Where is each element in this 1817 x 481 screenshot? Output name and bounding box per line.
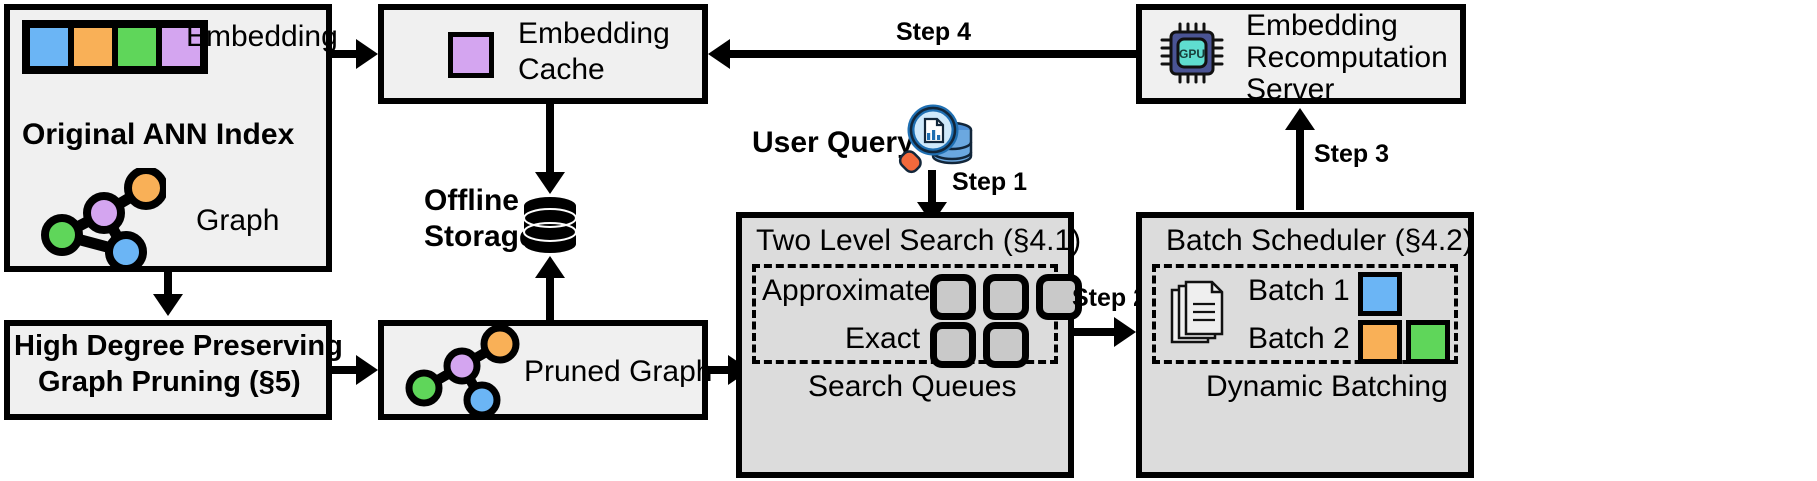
arrow-cache-to-storage-line [546,104,554,176]
embedding-swatch-strip [22,20,208,74]
gpu-chip-icon: GPU [1160,22,1224,84]
original-index-graph-icon [41,168,166,266]
queue-tile[interactable] [1036,274,1082,320]
graph-pruning-box[interactable] [4,320,332,420]
offline-storage-label-line2: Storage [424,220,536,253]
arrow-prunedgraph-to-storage-head [535,256,565,278]
arrow-index-to-pruning-line [164,272,172,298]
arrow-prunedgraph-to-search-line [708,366,732,374]
arrow-step2-head [1114,317,1136,347]
dynamic-batching-footer: Dynamic Batching [1206,370,1448,403]
documents-stack-icon [1170,280,1224,344]
original-ann-index-title: Original ANN Index [22,118,295,151]
embedding-swatch-purple [159,25,203,69]
arrow-step1-line [928,170,936,206]
svg-text:GPU: GPU [1179,47,1205,61]
embedding-cache-label-line1: Embedding [518,17,670,50]
arrow-pruning-to-prunedgraph-head [356,355,378,385]
arrow-pruning-to-prunedgraph-line [332,366,360,374]
arrow-cache-to-storage-head [535,172,565,194]
dynamic-batching-dashed-region [1152,264,1458,364]
user-query-label: User Query [752,126,914,159]
recomputation-server-label-line2: Recomputation [1246,41,1448,74]
two-level-search-row-0-label: Approximate [762,274,931,307]
embedding-label: Embedding [186,20,338,53]
pruned-graph-icon [405,326,520,414]
database-cylinder-icon [523,197,577,253]
graph-pruning-label-line2: Graph Pruning (§5) [38,366,301,398]
arrow-index-to-cache-head [356,39,378,69]
arrow-index-to-cache-line [332,50,360,58]
step1-label: Step 1 [952,168,1028,196]
embedding-cache-label-line2: Cache [518,53,605,86]
arrow-step4-head [708,39,730,69]
embedding-swatch-green [115,25,159,69]
queue-tile[interactable] [983,274,1029,320]
two-level-search-title: Two Level Search (§4.1) [756,224,1082,257]
embedding-cache-box[interactable] [378,4,708,104]
arrow-step2-line [1074,328,1120,336]
arrow-prunedgraph-to-storage-line [546,278,554,322]
two-level-search-row-1-label: Exact [845,322,921,355]
magnifier-database-icon [898,104,973,174]
step4-label: Step 4 [896,18,972,46]
recomputation-server-label-line1: Embedding [1246,9,1398,42]
queue-tile[interactable] [983,322,1029,368]
batch-2-swatch-green [1406,320,1450,364]
batch-scheduler-title: Batch Scheduler (§4.2) [1166,224,1473,257]
embedding-swatch-blue [27,25,71,69]
queue-tile[interactable] [930,274,976,320]
two-level-search-row-1-tiles[interactable] [930,322,1029,368]
offline-storage-label-line1: Offline [424,184,519,217]
step3-label: Step 3 [1314,140,1390,168]
batch-2-label: Batch 2 [1248,322,1350,355]
pruned-graph-box[interactable] [378,320,708,420]
batch-1-swatch-blue [1358,272,1402,316]
graph-pruning-label-line1: High Degree Preserving [14,330,343,362]
arrow-step4-line [730,50,1138,58]
arrow-step3-line [1296,130,1304,210]
arrow-index-to-pruning-head [153,294,183,316]
recomputation-server-label-line3: Server [1246,73,1335,106]
batch-2-swatch-orange [1358,320,1402,364]
embedding-cache-swatch [448,32,494,78]
two-level-search-row-0-tiles[interactable] [930,274,1082,320]
pruned-graph-label: Pruned Graph [524,355,713,388]
step2-label: Step 2 [1072,284,1148,312]
embedding-swatch-orange [71,25,115,69]
arrow-step3-head [1285,108,1315,130]
graph-label: Graph [196,204,280,237]
batch-1-label: Batch 1 [1248,274,1350,307]
search-queues-footer: Search Queues [808,370,1017,403]
queue-tile[interactable] [930,322,976,368]
